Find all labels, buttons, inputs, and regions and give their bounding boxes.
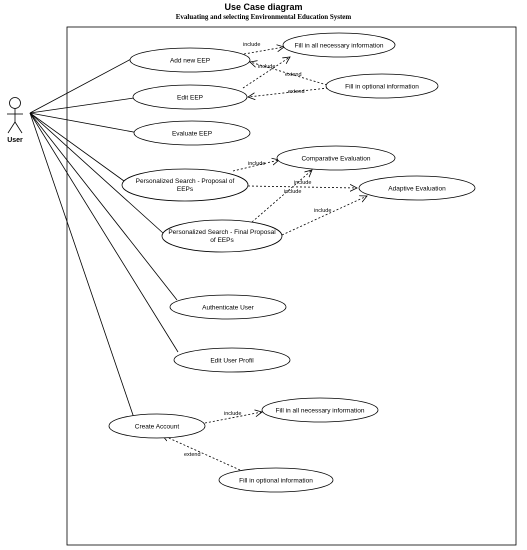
label-include-add-fill: include — [243, 42, 260, 48]
usecase-comparative-evaluation — [276, 145, 396, 171]
usecase-label-personalized-search-proposal-2: EEPs — [177, 186, 194, 193]
label-include-create-fill: include — [224, 411, 241, 417]
usecase-fill-optional-top — [325, 73, 439, 99]
actor-right-leg — [14, 121, 23, 134]
usecase-label-personalized-search-final-2: of EEPs — [210, 237, 234, 244]
assoc-evaluate-eep — [29, 112, 140, 134]
usecase-label-edit-eep: Edit EEP — [177, 95, 203, 102]
usecase-label-authenticate-user: Authenticate User — [202, 305, 255, 312]
actor-head — [9, 97, 21, 109]
actor-user — [7, 97, 23, 134]
assoc-create-account — [29, 112, 135, 419]
actor-label: User — [7, 137, 23, 144]
usecase-personalized-search-final — [161, 219, 283, 253]
dep-optional-edit — [248, 87, 329, 97]
usecase-label-comparative-evaluation: Comparative Evaluation — [301, 156, 370, 163]
assoc-edit-user-profil — [29, 112, 179, 353]
dep-proposal-adaptive — [247, 186, 357, 188]
dep-edit-fill-necessary — [242, 57, 290, 89]
usecase-edit-eep — [132, 84, 248, 110]
usecase-evaluate-eep — [133, 120, 251, 146]
label-extend-create-optional: extend — [184, 452, 201, 458]
usecase-personalized-search-proposal — [121, 168, 249, 202]
dep-optional-add — [250, 62, 328, 86]
usecase-authenticate-user — [169, 294, 287, 320]
dependencies — [162, 47, 367, 471]
label-extend-edit-optional: extend — [288, 89, 305, 95]
usecase-label-personalized-search-final-1: Personalized Search - Final Proposal — [168, 229, 276, 236]
associations — [29, 57, 179, 419]
usecase-fill-optional-bottom — [218, 467, 334, 493]
label-include-proposal-comparative: include — [248, 161, 265, 167]
usecase-label-evaluate-eep: Evaluate EEP — [172, 131, 212, 138]
usecase-create-account — [108, 413, 206, 439]
usecase-adaptive-evaluation — [358, 175, 476, 201]
label-include-final-adaptive: include — [314, 208, 331, 214]
dep-add-fill-necessary — [243, 47, 284, 55]
usecase-label-personalized-search-proposal-1: Personalized Search - Proposal of — [136, 178, 235, 185]
dep-create-fill-necessary — [204, 412, 262, 424]
usecase-fill-necessary-bottom — [261, 397, 379, 423]
assoc-add-new-eep — [29, 57, 134, 114]
assoc-personalized-search-final — [29, 112, 164, 234]
usecase-add-new-eep — [129, 47, 251, 73]
usecase-label-edit-user-profil: Edit User Profil — [210, 358, 254, 365]
usecase-label-fill-optional-bottom: Fill in optional information — [239, 478, 313, 485]
dep-final-adaptive — [281, 196, 367, 236]
diagram-title: Use Case diagram — [224, 2, 303, 12]
actor-left-leg — [7, 121, 16, 134]
usecase-label-fill-necessary-bottom: Fill in all necessary information — [276, 408, 365, 415]
label-extend-add-optional: extend — [285, 72, 302, 78]
dep-final-comparative — [251, 170, 312, 223]
usecase-label-fill-optional-top: Fill in optional information — [345, 84, 419, 91]
dep-optional-create — [162, 435, 241, 471]
assoc-personalized-search-proposal — [29, 112, 125, 182]
assoc-edit-eep — [29, 97, 135, 114]
label-include-edit-fill: include — [258, 64, 275, 70]
usecase-edit-user-profil — [173, 347, 291, 373]
usecase-label-adaptive-evaluation: Adaptive Evaluation — [388, 186, 446, 193]
assoc-authenticate-user — [29, 112, 178, 301]
usecase-fill-necessary-top — [282, 32, 396, 58]
label-include-proposal-adaptive: include — [294, 180, 311, 186]
system-boundary — [66, 26, 517, 546]
usecase-label-fill-necessary-top: Fill in all necessary information — [295, 43, 384, 50]
usecase-label-create-account: Create Account — [135, 424, 180, 431]
usecase-label-add-new-eep: Add new EEP — [170, 58, 210, 65]
diagram-subtitle: Evaluating and selecting Environmental E… — [175, 13, 352, 21]
label-include-final-comparative: include — [284, 189, 301, 195]
